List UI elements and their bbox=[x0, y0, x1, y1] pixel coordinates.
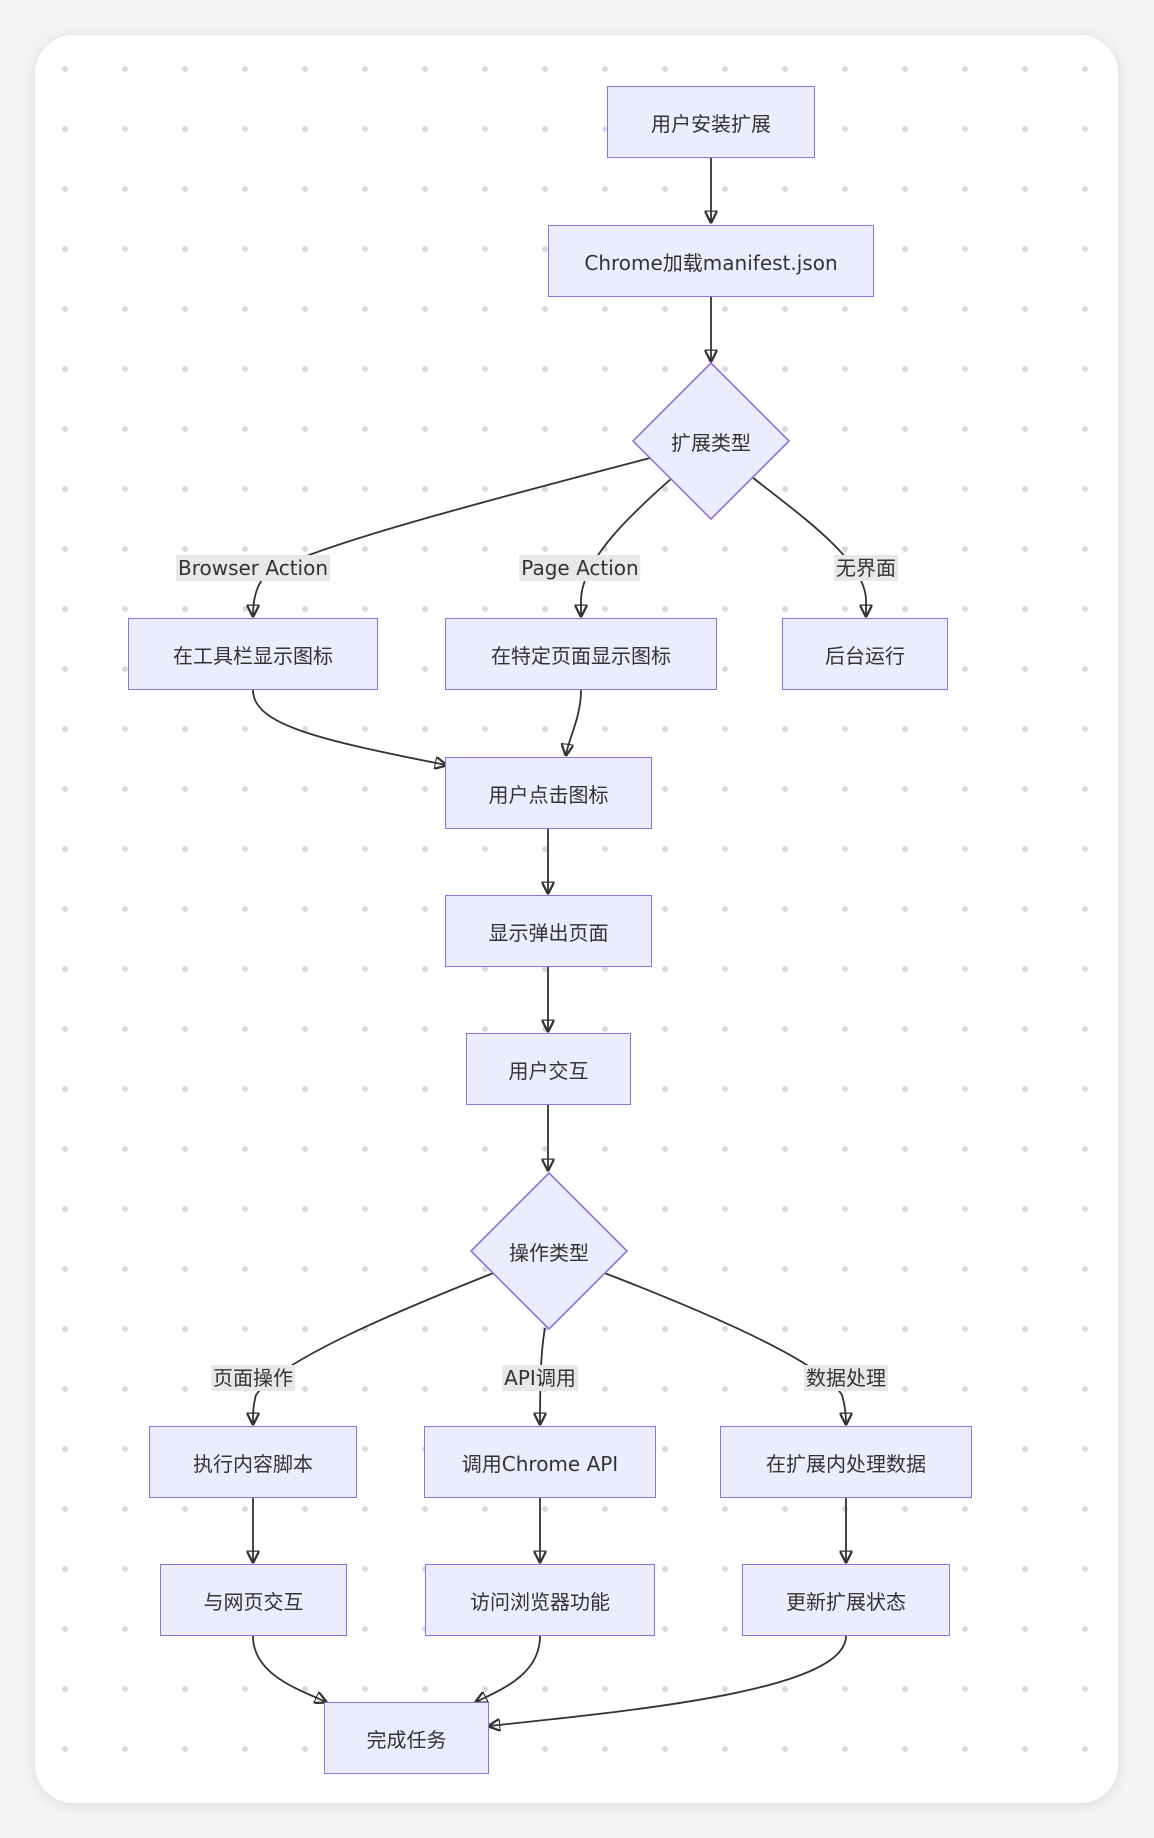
node-process-data: 在扩展内处理数据 bbox=[720, 1426, 972, 1498]
node-interact-with-page: 与网页交互 bbox=[160, 1564, 347, 1636]
edge-page-click bbox=[566, 689, 582, 755]
node-toolbar-icon: 在工具栏显示图标 bbox=[128, 618, 378, 690]
edge-label-data-processing: 数据处理 bbox=[804, 1365, 888, 1391]
edge-label-page-action: Page Action bbox=[519, 555, 641, 581]
node-update-extension-state: 更新扩展状态 bbox=[742, 1564, 950, 1636]
edge-type-background bbox=[751, 476, 866, 616]
node-extension-type-label: 扩展类型 bbox=[671, 430, 751, 455]
edge-optype-content bbox=[253, 1271, 497, 1424]
edge-toolbar-click bbox=[252, 689, 446, 765]
edge-label-no-ui: 无界面 bbox=[834, 555, 898, 581]
node-operation-type: 操作类型 bbox=[470, 1172, 628, 1330]
node-install-extension: 用户安装扩展 bbox=[607, 86, 815, 158]
node-page-icon: 在特定页面显示图标 bbox=[445, 618, 717, 690]
edge-label-api-call: API调用 bbox=[502, 1365, 578, 1391]
node-chrome-load-manifest: Chrome加载manifest.json bbox=[548, 225, 874, 297]
node-background-run: 后台运行 bbox=[782, 618, 948, 690]
edge-browser-done bbox=[476, 1635, 541, 1702]
node-call-chrome-api: 调用Chrome API bbox=[424, 1426, 656, 1498]
edge-optype-data bbox=[601, 1271, 846, 1424]
node-show-popup: 显示弹出页面 bbox=[445, 895, 652, 967]
node-access-browser-features: 访问浏览器功能 bbox=[425, 1564, 655, 1636]
node-task-complete: 完成任务 bbox=[324, 1702, 489, 1774]
decision-diamond-shape bbox=[470, 1172, 628, 1330]
node-user-interact: 用户交互 bbox=[466, 1033, 631, 1105]
decision-diamond-shape bbox=[632, 362, 790, 520]
node-run-content-script: 执行内容脚本 bbox=[149, 1426, 357, 1498]
edge-label-page-operation: 页面操作 bbox=[211, 1365, 295, 1391]
edge-type-page bbox=[581, 477, 673, 616]
edge-page-done bbox=[252, 1635, 326, 1702]
edge-label-browser-action: Browser Action bbox=[175, 555, 331, 581]
edge-update-done bbox=[489, 1635, 847, 1726]
node-click-icon: 用户点击图标 bbox=[445, 757, 652, 829]
node-operation-type-label: 操作类型 bbox=[509, 1240, 589, 1265]
edge-type-toolbar bbox=[253, 457, 651, 616]
node-extension-type: 扩展类型 bbox=[632, 362, 790, 520]
